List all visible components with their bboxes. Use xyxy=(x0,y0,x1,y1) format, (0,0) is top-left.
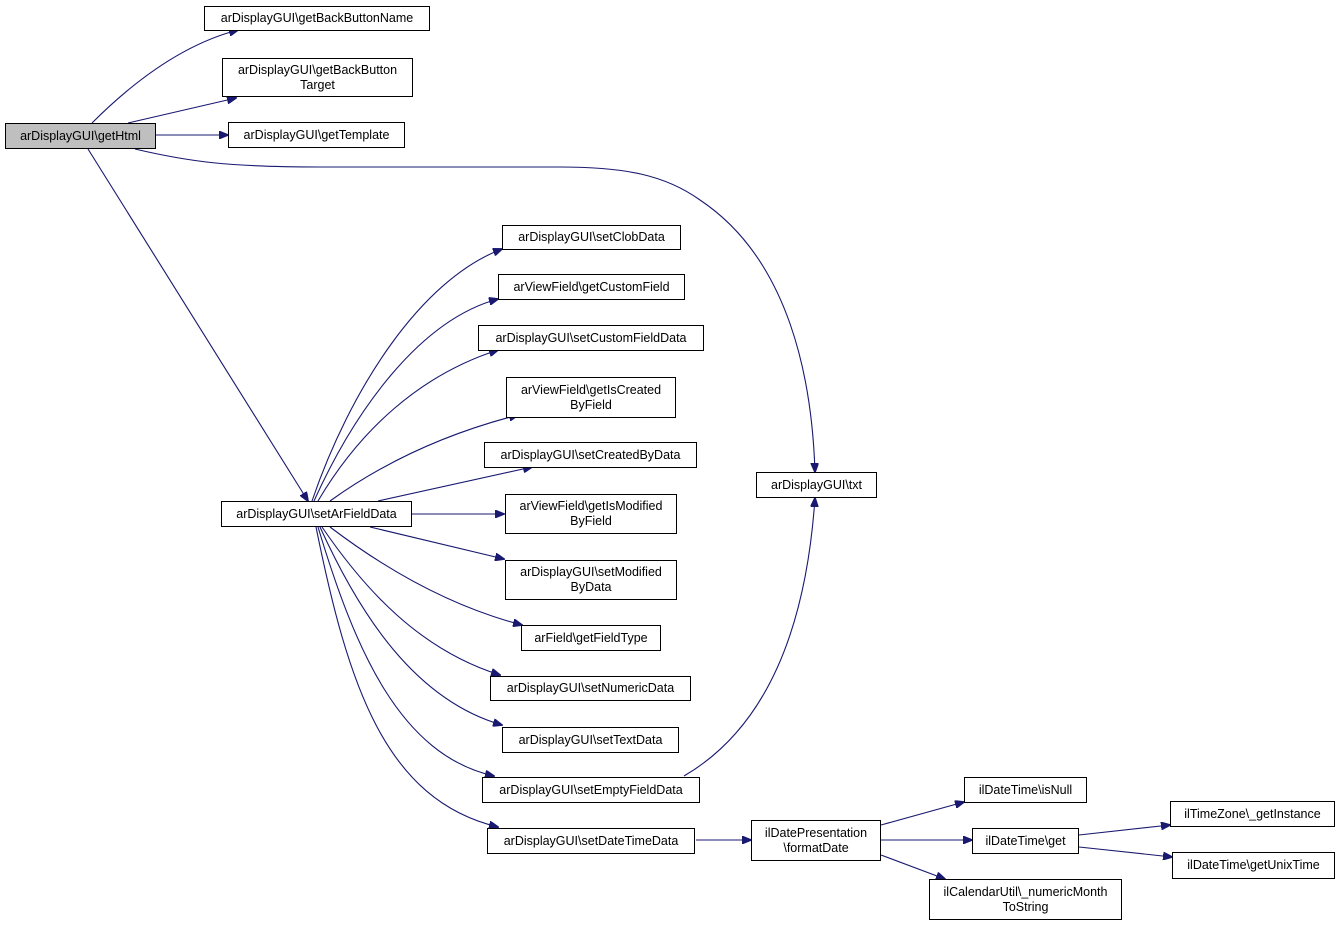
edge-setarfielddata-getcustomfield xyxy=(313,299,498,502)
node-set-date-time-data[interactable]: arDisplayGUI\setDateTimeData xyxy=(487,828,695,854)
edge-gethtml-txt xyxy=(134,148,815,472)
node-label: arDisplayGUI\setCustomFieldData xyxy=(495,330,687,345)
node-label: arDisplayGUI\setCreatedByData xyxy=(500,447,681,462)
node-set-text-data[interactable]: arDisplayGUI\setTextData xyxy=(502,727,679,753)
node-label: arDisplayGUI\setNumericData xyxy=(506,681,675,695)
node-label-line-1: arDisplayGUI\setModified xyxy=(520,565,662,579)
node-set-modified-by-data[interactable]: arDisplayGUI\setModified ByData xyxy=(505,560,677,600)
node-get-custom-field[interactable]: arViewField\getCustomField xyxy=(498,274,685,300)
node-label: ilDateTime\isNull xyxy=(978,782,1073,797)
node-is-null[interactable]: ilDateTime\isNull xyxy=(964,777,1087,803)
node-get-back-button-target[interactable]: arDisplayGUI\getBackButton Target xyxy=(222,58,413,97)
edge-setarfielddata-getfieldtype xyxy=(329,526,522,625)
node-label-line-1: arViewField\getIsModified xyxy=(519,499,663,513)
node-label: arDisplayGUI\getTemplate xyxy=(243,127,390,142)
node-set-empty-field-data[interactable]: arDisplayGUI\setEmptyFieldData xyxy=(482,777,700,803)
node-label: arDisplayGUI\txt xyxy=(771,477,862,492)
edge-setemptyfielddata-txt xyxy=(683,498,815,777)
edge-setarfielddata-settextdata xyxy=(319,526,502,725)
node-label: ilTimeZone\_getInstance xyxy=(1184,806,1321,821)
node-set-ar-field-data[interactable]: arDisplayGUI\setArFieldData xyxy=(221,501,412,527)
node-label: ilDateTime\getUnixTime xyxy=(1187,858,1320,872)
edge-setarfielddata-setnumericdata xyxy=(321,526,500,675)
node-txt[interactable]: arDisplayGUI\txt xyxy=(756,472,877,498)
node-get-template[interactable]: arDisplayGUI\getTemplate xyxy=(228,122,405,148)
edge-gethtml-getbackbuttontarget xyxy=(127,98,236,124)
node-numeric-month-to-string[interactable]: ilCalendarUtil\_numericMonth ToString xyxy=(929,879,1122,920)
edge-setarfielddata-setcreatedbydata xyxy=(377,467,532,502)
node-label-line-2: \formatDate xyxy=(783,840,849,855)
node-label-line-1: arDisplayGUI\getBackButton xyxy=(237,62,398,77)
node-label: arDisplayGUI\setDateTimeData xyxy=(503,833,679,848)
node-label: arDisplayGUI\getBackButtonName xyxy=(220,11,414,25)
node-get-is-modified-by-field[interactable]: arViewField\getIsModified ByField xyxy=(505,494,677,534)
node-set-clob-data[interactable]: arDisplayGUI\setClobData xyxy=(502,225,681,250)
edge-setarfielddata-setdatetimedata xyxy=(315,526,498,827)
edge-setarfielddata-setclobdata xyxy=(311,249,502,502)
node-label: arField\getFieldType xyxy=(534,630,648,645)
edge-gethtml-setarfielddata xyxy=(87,148,308,501)
node-get-unix-time[interactable]: ilDateTime\getUnixTime xyxy=(1172,852,1335,879)
node-get[interactable]: ilDateTime\get xyxy=(972,828,1079,854)
node-label-line-1: ilDatePresentation xyxy=(764,825,868,840)
node-get-back-button-name[interactable]: arDisplayGUI\getBackButtonName xyxy=(204,6,430,31)
node-label-line-2: ByData xyxy=(570,580,612,594)
node-label-line-2: ByField xyxy=(570,514,612,528)
node-set-created-by-data[interactable]: arDisplayGUI\setCreatedByData xyxy=(484,442,697,468)
node-label-line-1: arViewField\getIsCreated xyxy=(520,382,662,397)
edge-formatdate-isnull xyxy=(880,802,964,826)
node-get-html: arDisplayGUI\getHtml xyxy=(5,123,156,149)
node-label: arDisplayGUI\setTextData xyxy=(518,732,663,747)
edge-formatdate-numericmonthtostring xyxy=(880,854,945,879)
edge-get-getinstance xyxy=(1078,825,1170,836)
node-format-date[interactable]: ilDatePresentation \formatDate xyxy=(751,820,881,861)
node-label: ilDateTime\get xyxy=(985,833,1066,848)
node-label-line-2: Target xyxy=(300,77,335,92)
node-label: arDisplayGUI\getHtml xyxy=(20,128,141,143)
edge-setarfielddata-setcustomfielddata xyxy=(317,350,498,502)
node-get-is-created-by-field[interactable]: arViewField\getIsCreated ByField xyxy=(506,377,676,418)
node-label-line-1: ilCalendarUtil\_numericMonth xyxy=(943,884,1108,899)
node-label: arViewField\getCustomField xyxy=(513,279,670,294)
edge-get-getunixtime xyxy=(1078,846,1172,857)
node-label-line-2: ToString xyxy=(1002,899,1049,914)
node-label: arDisplayGUI\setClobData xyxy=(518,230,665,244)
node-set-numeric-data[interactable]: arDisplayGUI\setNumericData xyxy=(490,676,691,701)
node-get-field-type[interactable]: arField\getFieldType xyxy=(521,625,661,651)
node-label: arDisplayGUI\setArFieldData xyxy=(236,506,397,521)
node-set-custom-field-data[interactable]: arDisplayGUI\setCustomFieldData xyxy=(478,325,704,351)
node-label-line-2: ByField xyxy=(570,397,612,412)
edge-setarfielddata-setemptyfielddata xyxy=(317,526,494,776)
edge-gethtml-getbackbuttonname xyxy=(91,30,238,124)
node-label: arDisplayGUI\setEmptyFieldData xyxy=(499,782,683,797)
edge-setarfielddata-setmodifiedbydata xyxy=(369,526,504,559)
edge-setarfielddata-getiscreatedbyfield xyxy=(329,415,518,502)
node-get-instance[interactable]: ilTimeZone\_getInstance xyxy=(1170,801,1335,827)
